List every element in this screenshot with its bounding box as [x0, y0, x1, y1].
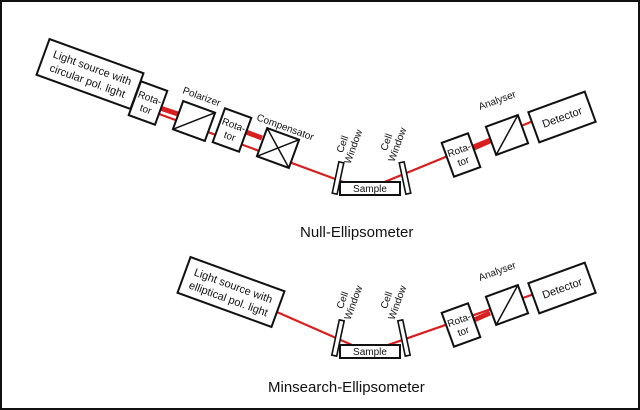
- null-rotator-2-line2: tor: [222, 130, 237, 145]
- minsearch-ellipsometer: Light source with elliptical pol. light …: [176, 255, 597, 396]
- minsearch-sample: [339, 344, 401, 359]
- null-rotator-1: Rota- tor: [127, 80, 169, 126]
- minsearch-beam-coupler: [472, 310, 492, 323]
- analyser-icon: [495, 284, 519, 326]
- null-rotator-3: Rota- tor: [440, 132, 482, 178]
- null-sample-label: Sample: [353, 184, 387, 195]
- null-rotator-1-line2: tor: [138, 103, 153, 118]
- null-cell-window-left: [331, 160, 345, 196]
- null-cell-window-right: [398, 160, 412, 196]
- null-sample: [339, 181, 401, 196]
- null-beam-coupler-1: [159, 105, 179, 117]
- minsearch-analyser: [484, 283, 530, 327]
- minsearch-rotator-line2: tor: [456, 325, 471, 340]
- null-rotator-2: Rota- tor: [211, 107, 253, 153]
- null-rotator-3-line2: tor: [456, 155, 471, 170]
- null-beam-coupler-3: [472, 138, 492, 151]
- minsearch-cell-window-right: [396, 318, 412, 358]
- polarizer-icon: [172, 112, 216, 130]
- minsearch-rotator: Rota- tor: [440, 302, 482, 348]
- minsearch-light-source: Light source with elliptical pol. light: [176, 255, 286, 329]
- null-ellipsometer: Light source with circular pol. light Ro…: [35, 37, 597, 241]
- minsearch-title: Minsearch-Ellipsometer: [268, 379, 425, 396]
- null-analyser: [484, 113, 530, 157]
- null-compensator: [255, 126, 301, 170]
- minsearch-cell-window-left: [330, 318, 346, 358]
- minsearch-detector: Detector: [527, 261, 597, 315]
- analyser-icon: [495, 114, 519, 156]
- null-title: Null-Ellipsometer: [300, 224, 413, 241]
- null-beam-coupler-2: [245, 129, 263, 141]
- null-detector: Detector: [527, 90, 597, 144]
- null-polarizer: [171, 99, 217, 143]
- minsearch-sample-label: Sample: [353, 347, 387, 358]
